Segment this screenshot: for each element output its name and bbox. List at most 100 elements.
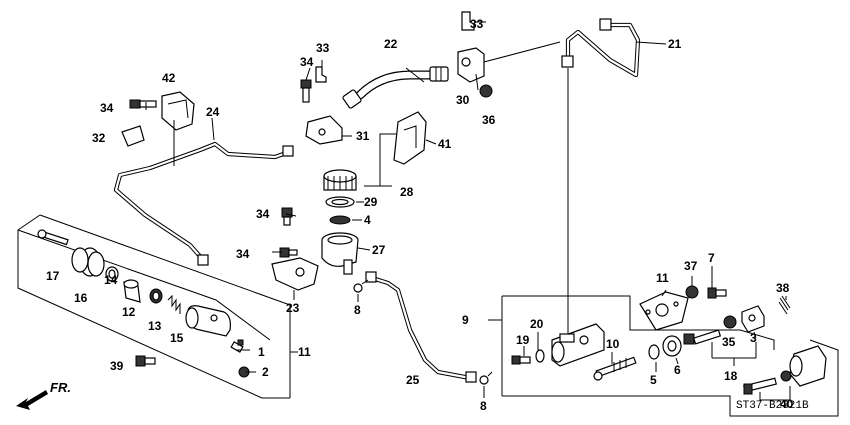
nut-37 bbox=[685, 285, 699, 299]
callout-34-mid-lower: 34 bbox=[236, 247, 250, 261]
ring-15 bbox=[105, 266, 119, 282]
clip-33-left bbox=[315, 66, 327, 83]
callout-labels: 33 21 22 33 34 42 34 24 32 30 36 31 41 2… bbox=[46, 17, 794, 413]
callout-16: 15 bbox=[170, 331, 184, 345]
piston-cup-14 bbox=[149, 288, 163, 304]
callout-7: 7 bbox=[708, 251, 715, 265]
callout-34-upper: 34 bbox=[300, 55, 314, 69]
reservoir-cap-28 bbox=[323, 169, 357, 191]
callout-9: 9 bbox=[462, 313, 469, 327]
reservoir-plate-4 bbox=[329, 215, 351, 225]
callout-12: 11 bbox=[298, 345, 311, 359]
callout-1: 1 bbox=[258, 345, 265, 359]
callout-28: 28 bbox=[400, 185, 414, 199]
switch-subassembly-40 bbox=[743, 345, 827, 395]
bracket-30 bbox=[457, 47, 485, 83]
piston-13 bbox=[123, 279, 141, 303]
diagram-code: ST37-B2321B bbox=[736, 400, 809, 412]
master-cylinder-body bbox=[551, 323, 605, 367]
callout-41: 41 bbox=[438, 137, 452, 151]
clutch-hose-23 bbox=[342, 66, 449, 109]
callout-35: 35 bbox=[722, 335, 736, 349]
bolt-34-left bbox=[129, 99, 157, 109]
callout-14: 13 bbox=[148, 319, 162, 333]
bolt-34-mid-upper bbox=[281, 207, 293, 226]
clip-ring-5 bbox=[648, 344, 660, 360]
reservoir-tank-27 bbox=[321, 232, 359, 275]
callout-21: 20 bbox=[530, 317, 544, 331]
callout-25: 24 bbox=[206, 105, 220, 119]
callout-26: 25 bbox=[406, 373, 420, 387]
callout-6: 6 bbox=[674, 363, 681, 377]
hose-clamp-8b bbox=[479, 371, 493, 385]
bolt-34-upper bbox=[300, 79, 312, 103]
callout-29: 29 bbox=[364, 195, 378, 209]
callout-31: 31 bbox=[356, 129, 370, 143]
callout-13: 12 bbox=[122, 305, 136, 319]
callout-38: 38 bbox=[776, 281, 790, 295]
bolt-35 bbox=[683, 315, 737, 345]
slave-cylinder-body bbox=[185, 305, 231, 337]
callout-leaders bbox=[145, 41, 787, 398]
clevis-3 bbox=[741, 305, 765, 333]
callout-30: 30 bbox=[456, 93, 470, 107]
front-direction-arrow: FR. bbox=[16, 380, 71, 410]
pin-38 bbox=[778, 295, 791, 315]
callout-8-left: 8 bbox=[354, 303, 361, 317]
callout-23: 22 bbox=[384, 37, 398, 51]
callout-11: 11 bbox=[656, 271, 669, 285]
callout-37: 37 bbox=[684, 259, 698, 273]
clutch-pipe-26 bbox=[365, 271, 477, 383]
callout-17: 16 bbox=[74, 291, 88, 305]
callout-10-visible: 10 bbox=[606, 337, 620, 351]
callout-15: 14 bbox=[104, 273, 118, 287]
clutch-pipe-25 bbox=[113, 141, 294, 266]
boot-6 bbox=[662, 335, 682, 357]
nut-36 bbox=[479, 84, 493, 98]
pushrod-10 bbox=[593, 356, 637, 381]
clutch-pipe-22 bbox=[561, 18, 641, 78]
callout-24: 23 bbox=[286, 301, 300, 315]
bracket-31 bbox=[305, 115, 343, 145]
spring-16 bbox=[167, 294, 181, 314]
callout-39: 39 bbox=[110, 359, 124, 373]
bolt-34-mid-lower bbox=[279, 247, 298, 258]
callout-34-mid-upper: 34 bbox=[256, 207, 270, 221]
reservoir-diaphragm-29 bbox=[325, 196, 355, 208]
bolt-39 bbox=[135, 355, 156, 367]
bracket-41 bbox=[393, 111, 427, 165]
callout-32: 32 bbox=[92, 131, 106, 145]
washer-21 bbox=[535, 349, 545, 363]
clip-33-upper bbox=[461, 11, 475, 31]
callout-22: 21 bbox=[668, 37, 682, 51]
callout-34-left: 34 bbox=[100, 101, 114, 115]
plug-20 bbox=[511, 355, 531, 365]
callout-33-left: 33 bbox=[316, 41, 330, 55]
boot-17 bbox=[71, 247, 105, 277]
callout-4: 4 bbox=[364, 213, 371, 227]
leader-19 bbox=[711, 342, 757, 366]
clip-32 bbox=[121, 125, 145, 147]
callout-33-upper: 33 bbox=[470, 17, 484, 31]
callout-42: 42 bbox=[162, 71, 176, 85]
gasket-11 bbox=[639, 291, 689, 331]
bolt-7 bbox=[707, 287, 727, 299]
hose-clamp-8a bbox=[353, 279, 369, 293]
callout-8-right: 8 bbox=[480, 399, 487, 413]
bracket-24 bbox=[271, 257, 319, 291]
leader-40 bbox=[759, 386, 791, 401]
callout-3: 3 bbox=[750, 331, 757, 345]
leader-28 bbox=[364, 160, 392, 187]
pushrod-18 bbox=[37, 229, 69, 246]
callout-18: 17 bbox=[46, 269, 60, 283]
callout-27: 27 bbox=[372, 243, 386, 257]
callout-2: 2 bbox=[262, 365, 269, 379]
callout-36: 36 bbox=[482, 113, 496, 127]
callout-5: 5 bbox=[650, 373, 657, 387]
front-direction-label: FR. bbox=[50, 380, 71, 395]
master-cylinder-group-box bbox=[501, 295, 839, 417]
callout-19: 18 bbox=[724, 369, 738, 383]
callout-20: 19 bbox=[516, 333, 530, 347]
mount-42 bbox=[161, 91, 195, 131]
